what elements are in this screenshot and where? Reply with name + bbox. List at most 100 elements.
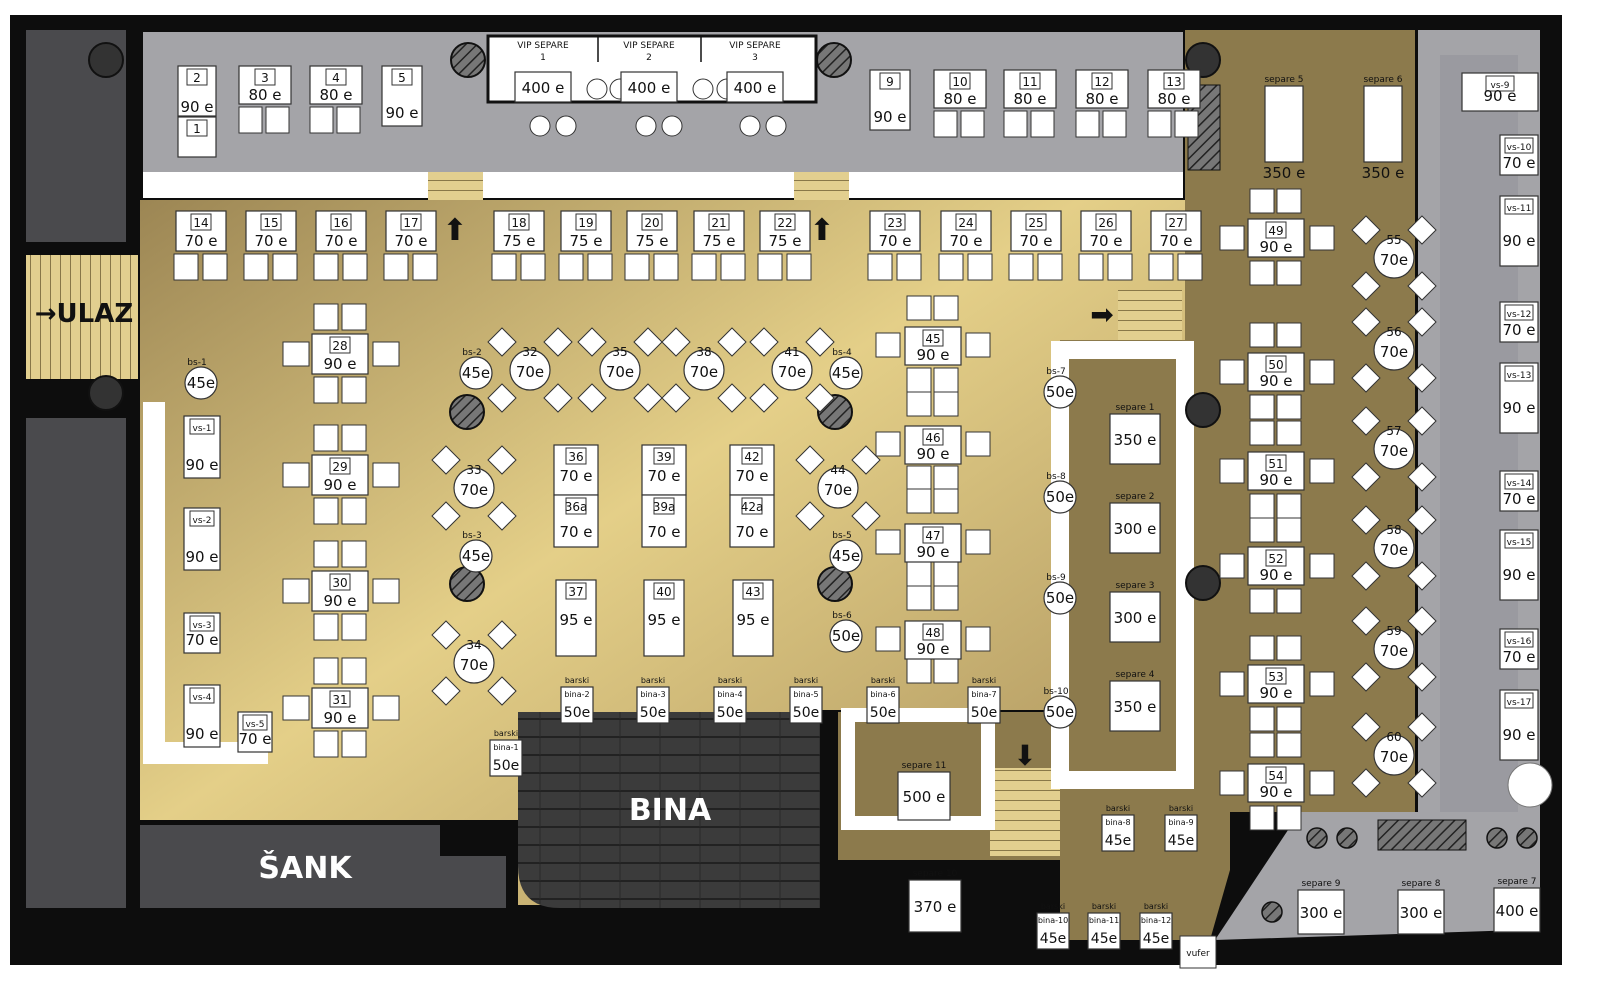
table-5[interactable]: 590 e bbox=[381, 65, 423, 127]
table-vs-5[interactable]: vs-570 e bbox=[237, 711, 273, 753]
table-vs-1[interactable]: vs-190 e bbox=[183, 415, 221, 479]
table-vs-2[interactable]: vs-290 e bbox=[183, 507, 221, 571]
table-vs-4[interactable]: vs-490 e bbox=[183, 684, 221, 748]
table-1[interactable]: 1 bbox=[177, 116, 217, 158]
table-vs-9[interactable]: vs-990 e bbox=[1461, 72, 1539, 112]
table-vs-3[interactable]: vs-370 e bbox=[183, 612, 221, 654]
table-9[interactable]: 990 e bbox=[869, 69, 911, 131]
table-4[interactable]: 480 e bbox=[309, 65, 363, 105]
table-2[interactable]: 290 e bbox=[177, 65, 217, 117]
